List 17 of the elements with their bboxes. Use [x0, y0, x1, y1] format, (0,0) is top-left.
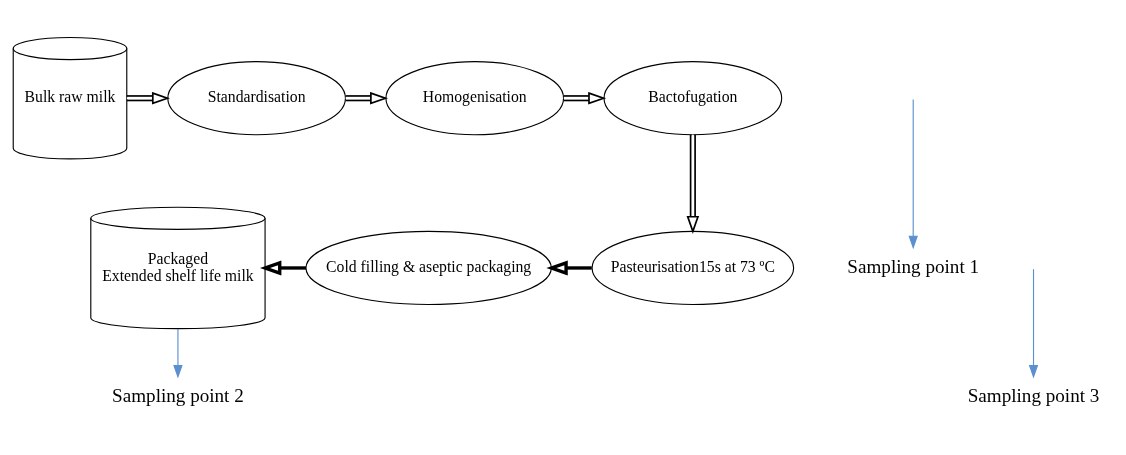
- node-ellipse: Standardisation: [167, 61, 346, 136]
- node-ellipse: Bactofugation: [603, 61, 783, 136]
- node-ellipse: Homogenisation: [385, 61, 565, 136]
- node-ellipse: Cold filling & aseptic packaging: [305, 230, 552, 306]
- arrow: [126, 91, 170, 105]
- arrow: [562, 91, 607, 105]
- arrow: [173, 328, 183, 379]
- arrow: [908, 98, 918, 250]
- arrow: [546, 260, 592, 276]
- node-text: Sampling point 2: [112, 384, 244, 406]
- arrow: [344, 91, 389, 105]
- arrow: [1028, 268, 1039, 379]
- arrow: [260, 260, 306, 276]
- node-text: Sampling point 3: [967, 384, 1100, 406]
- arrow: [686, 134, 700, 234]
- node-ellipse: Pasteurisation15s at 73 ºC: [591, 230, 795, 306]
- node-text: Sampling point 1: [847, 255, 980, 277]
